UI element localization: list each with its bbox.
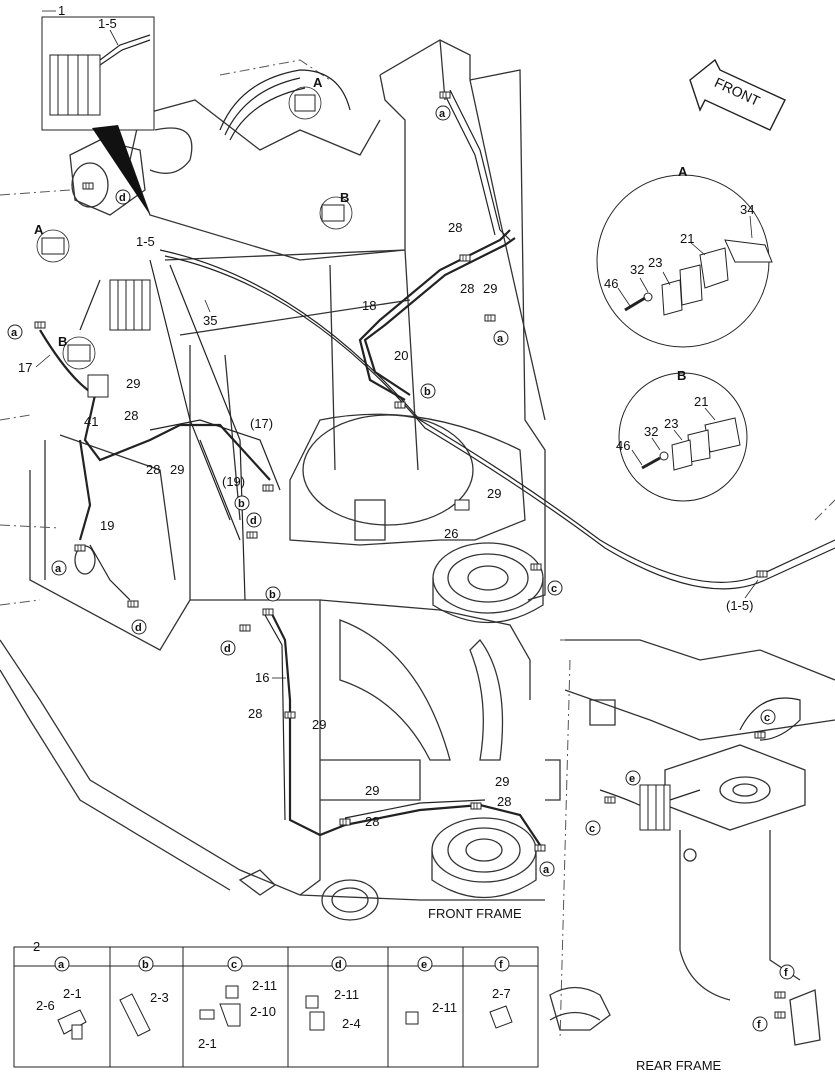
marker-f-2: f [757,1019,761,1031]
callout-18: 18 [362,298,376,313]
legend-c-part-2: 2-10 [250,1004,276,1019]
callout-28-b: 28 [146,462,160,477]
detail-b-part-32: 32 [644,424,658,439]
circled-markers: A B A B a a a a a b b b c c c d d d d e [7,75,795,1032]
marker-f-1: f [784,967,788,979]
marker-b-1: b [424,386,431,398]
detail-b-part-46: 46 [616,438,630,453]
rear-frame-label: REAR FRAME [636,1058,722,1073]
legend-title: 2 [33,939,40,954]
callouts: 1-5 35 17 29 41 28 28 29 (17) (19) 19 18… [18,220,759,829]
callout-28-g: 28 [365,814,379,829]
callout-28-e: 28 [248,706,262,721]
front-direction-arrow: FRONT [689,58,786,131]
marker-B-top: B [340,190,349,205]
legend-col-d-key: d [335,959,342,971]
legend-col-f-key: f [499,959,503,971]
marker-c-3: c [589,823,595,835]
marker-B-left: B [58,334,67,349]
callout-26: 26 [444,526,458,541]
callout-28-f: 28 [497,794,511,809]
inset-1-part-label: 1-5 [98,16,117,31]
front-frame-structure [0,39,561,921]
control-valve [109,279,671,831]
callout-41: 41 [84,414,98,429]
marker-b-2: b [238,498,245,510]
detail-a-part-34: 34 [740,202,754,217]
detail-b-title: B [677,368,686,383]
callout-29-e: 29 [312,717,326,732]
callout-1-5-paren: (1-5) [726,598,753,613]
marker-b-3: b [269,589,276,601]
marker-a-5: a [543,864,550,876]
legend-col-e-key: e [421,959,427,971]
front-frame-label: FRONT FRAME [428,906,522,921]
detail-a-part-23: 23 [648,255,662,270]
inset-1: 1 1-5 [41,3,155,215]
marker-a-3: a [11,327,18,339]
legend-f-part-1: 2-7 [492,986,511,1001]
detail-b-part-23: 23 [664,416,678,431]
callout-35: 35 [203,313,217,328]
detail-a: A 34 21 23 32 46 [596,164,773,348]
legend-d-part-2: 2-4 [342,1016,361,1031]
marker-c-1: c [551,583,557,595]
legend-col-b-key: b [142,959,149,971]
inset-1-number: 1 [58,3,65,18]
detail-b: B 21 23 32 46 [616,368,748,502]
legend-c-part-3: 2-1 [198,1036,217,1051]
callout-28-d: 28 [460,281,474,296]
callout-29-b: 29 [170,462,184,477]
marker-a-1: a [439,108,446,120]
legend-col-c-key: c [231,959,237,971]
detail-a-part-32: 32 [630,262,644,277]
callout-29-a: 29 [126,376,140,391]
marker-A-top: A [313,75,323,90]
legend-col-a-key: a [58,959,65,971]
legend-e-part-1: 2-11 [432,1000,457,1015]
callout-16: 16 [255,670,269,685]
fitting-legend: 2 a 2-1 2-6 b 2-3 c 2-11 2-10 2-1 d 2-11… [13,939,539,1068]
legend-b-part-1: 2-3 [150,990,169,1005]
marker-d-3: d [135,622,142,634]
clamps [36,86,470,511]
detail-a-part-21: 21 [680,231,694,246]
callout-28-a: 28 [124,408,138,423]
marker-A-left: A [34,222,44,237]
legend-a-part-2: 2-6 [36,998,55,1013]
callout-20: 20 [394,348,408,363]
callout-29-g: 29 [495,774,509,789]
callout-29-d: 29 [487,486,501,501]
detail-a-title: A [678,164,688,179]
marker-a-2: a [497,333,504,345]
marker-d-4: d [224,643,231,655]
callout-19-paren: (19) [222,474,245,489]
marker-d-2: d [250,515,257,527]
marker-c-2: c [764,712,770,724]
detail-b-part-21: 21 [694,394,708,409]
rear-frame-structure [549,639,835,1046]
legend-d-part-1: 2-11 [334,987,359,1002]
hydraulic-lines [39,69,835,846]
callout-17: 17 [18,360,32,375]
callout-1-5: 1-5 [136,234,155,249]
callout-29-c: 29 [483,281,497,296]
legend-a-part-1: 2-1 [63,986,82,1001]
callout-19: 19 [100,518,114,533]
callout-28-c: 28 [448,220,462,235]
detail-a-part-46: 46 [604,276,618,291]
callout-29-f: 29 [365,783,379,798]
legend-c-part-1: 2-11 [252,978,277,993]
marker-d-1: d [119,192,126,204]
marker-a-4: a [55,563,62,575]
callout-17-paren: (17) [250,416,273,431]
marker-e-1: e [629,773,635,785]
